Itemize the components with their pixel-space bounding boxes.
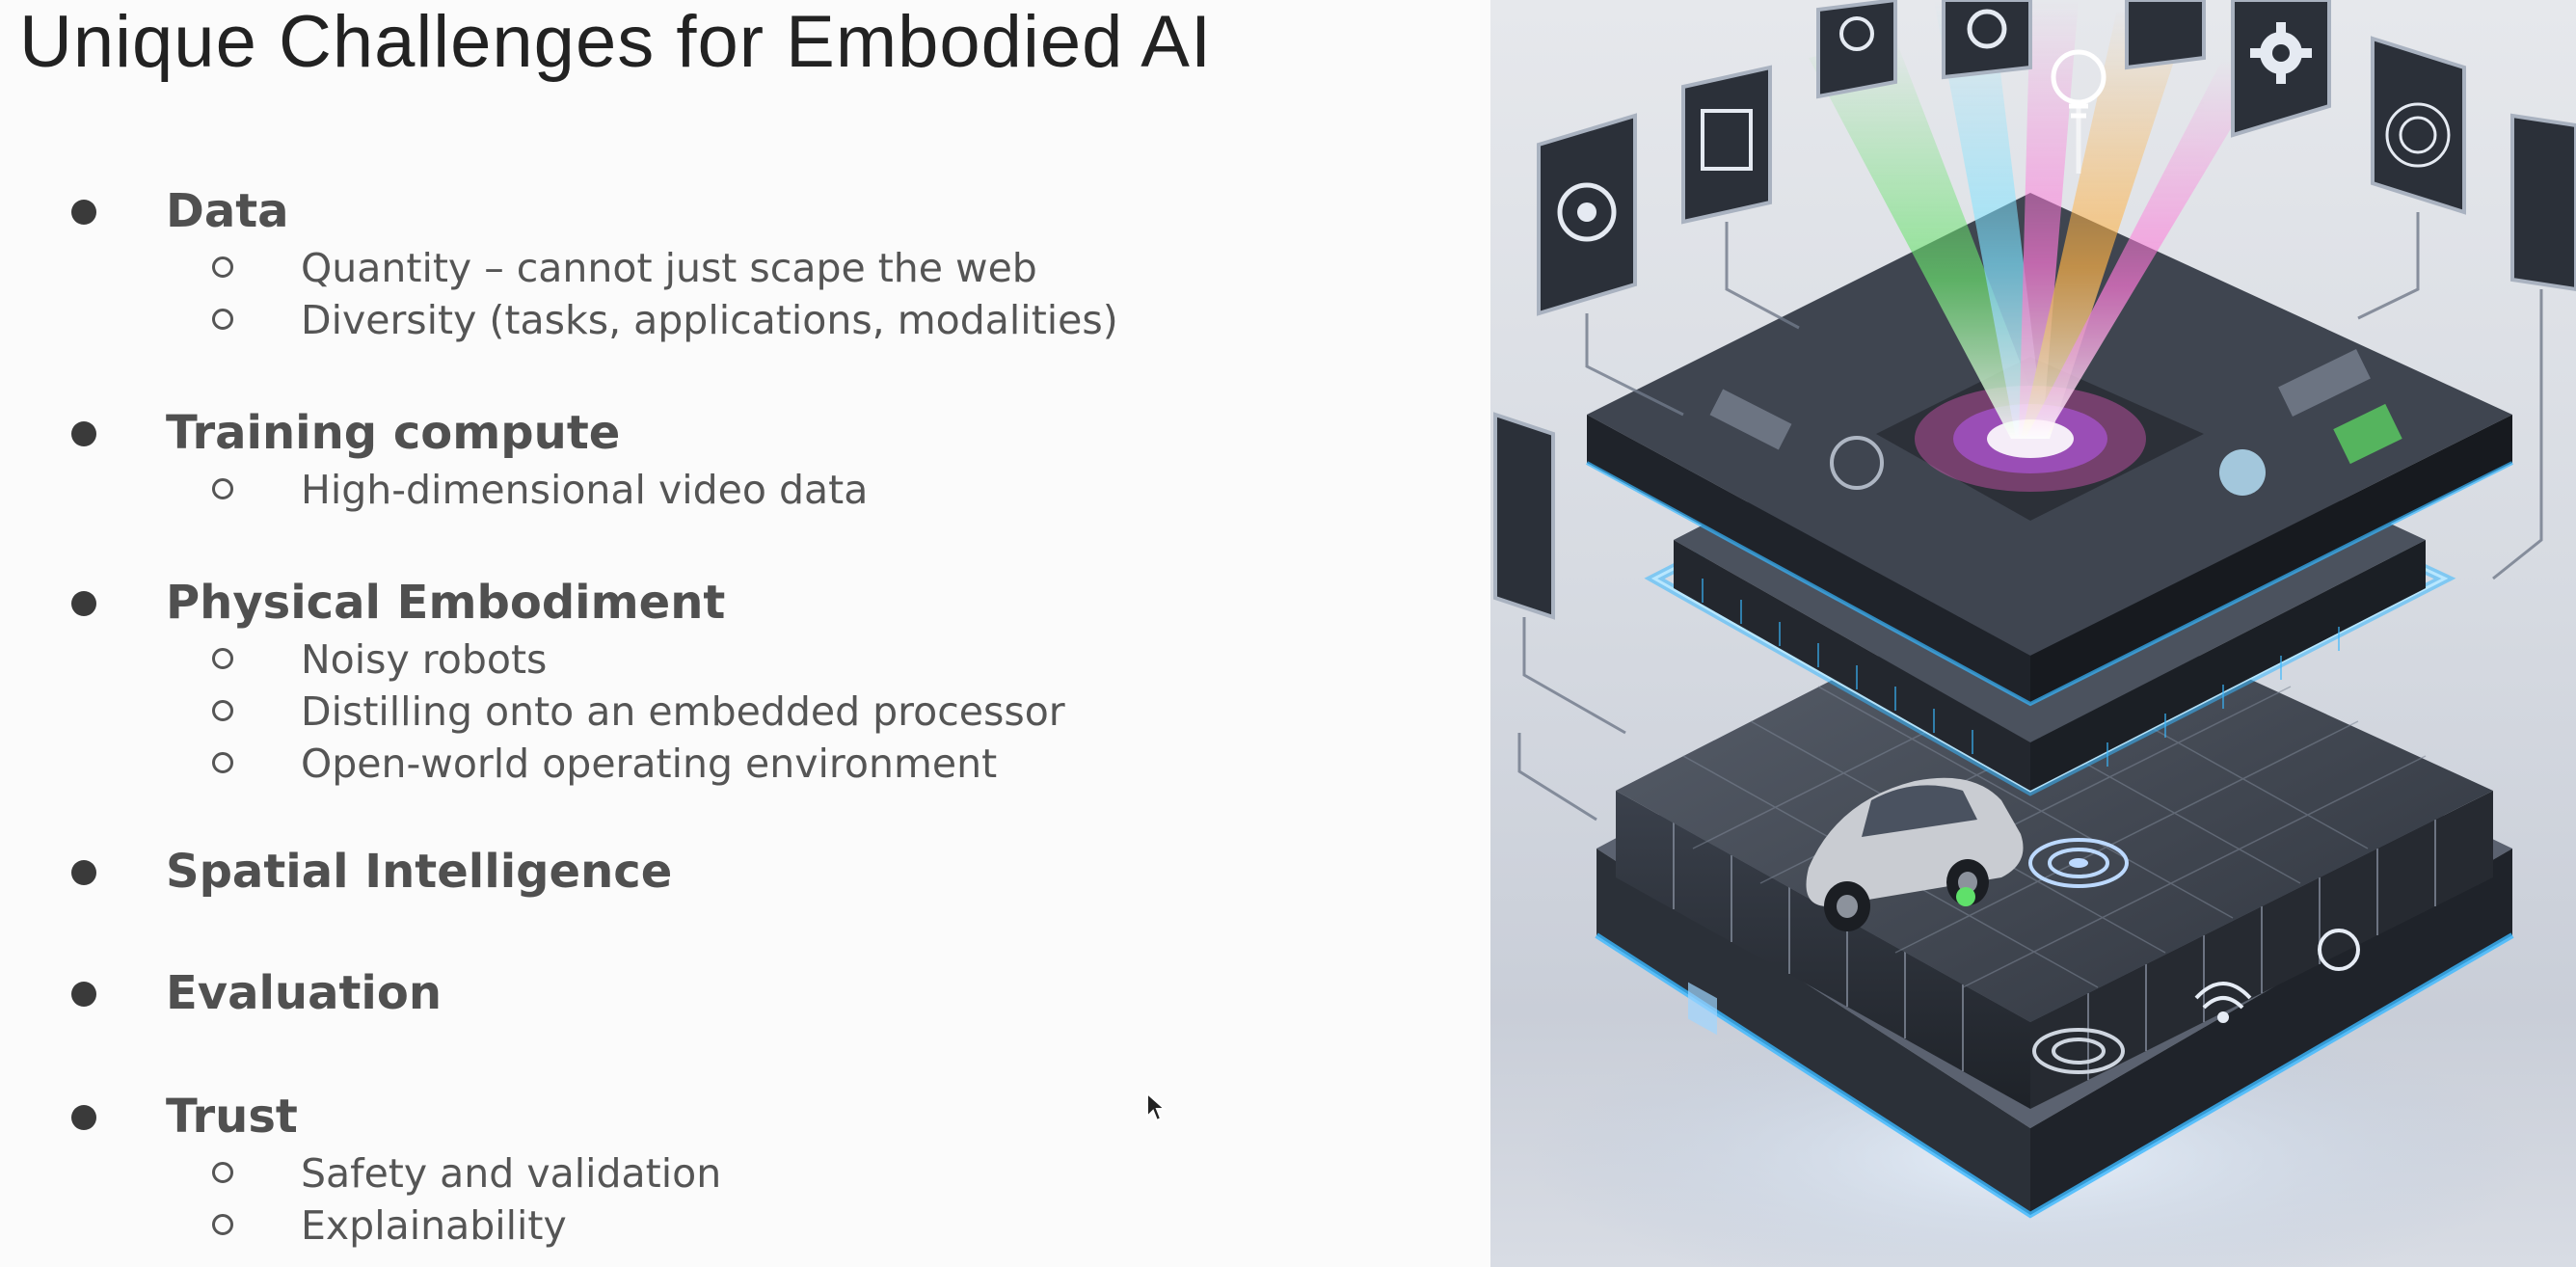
sub-bullet-circle-icon <box>212 309 233 330</box>
sub-bullet-circle-icon <box>212 752 233 773</box>
tile-row-right <box>2030 791 2493 1109</box>
target-icon <box>2032 1028 2125 1074</box>
sub-bullet-label: Quantity – cannot just scape the web <box>301 245 1037 291</box>
sub-bullet-circle-icon <box>212 1214 233 1235</box>
bullet-dot-icon <box>71 591 96 616</box>
sub-bullet-label: Safety and validation <box>301 1150 722 1197</box>
bullet-dot-icon <box>71 860 96 885</box>
bullet-label: Physical Embodiment <box>166 576 726 630</box>
gear-icon <box>2250 22 2312 84</box>
sub-bullet-circle-icon <box>212 1162 233 1183</box>
bullet-label: Evaluation <box>166 966 443 1020</box>
key-icon <box>1839 16 1874 51</box>
tile-row-left <box>1616 791 2030 1109</box>
floating-panels <box>1493 0 2576 822</box>
power-icon <box>2318 929 2360 971</box>
sub-bullet-circle-icon <box>212 478 233 499</box>
bullet-label: Spatial Intelligence <box>166 845 673 899</box>
chip-stack-svg <box>1493 0 2576 1267</box>
sub-bullet-circle-icon <box>212 256 233 278</box>
target-icon <box>2028 838 2129 888</box>
bullet-dot-icon <box>71 421 96 446</box>
sub-bullet-circle-icon <box>212 648 233 669</box>
slide-title: Unique Challenges for Embodied AI <box>19 1 1213 83</box>
lightbulb-icon <box>2051 49 2106 174</box>
sub-bullet-label: Noisy robots <box>301 636 548 683</box>
bullet-list: Data Quantity – cannot just scape the we… <box>71 184 1118 1249</box>
sub-bullet-label: Diversity (tasks, applications, modaliti… <box>301 297 1118 343</box>
bullet-label: Training compute <box>166 406 621 460</box>
sub-bullet-circle-icon <box>212 700 233 721</box>
sub-bullet-label: Open-world operating environment <box>301 741 998 787</box>
bullet-dot-icon <box>71 982 96 1007</box>
sub-bullet-label: Distilling onto an embedded processor <box>301 688 1065 735</box>
car-icon <box>1806 777 2024 931</box>
bullet-label: Data <box>166 184 289 238</box>
sub-bullet-label: High-dimensional video data <box>301 467 869 513</box>
bullet-dot-icon <box>71 1105 96 1130</box>
sub-bullet-label: Explainability <box>301 1202 567 1249</box>
bullet-label: Trust <box>166 1090 298 1144</box>
wifi-icon <box>2194 982 2252 1023</box>
mouse-cursor-icon <box>1146 1092 1167 1122</box>
ai-chip-illustration <box>1490 0 2576 1267</box>
light-beams <box>1809 0 2262 439</box>
bullet-dot-icon <box>71 200 96 225</box>
